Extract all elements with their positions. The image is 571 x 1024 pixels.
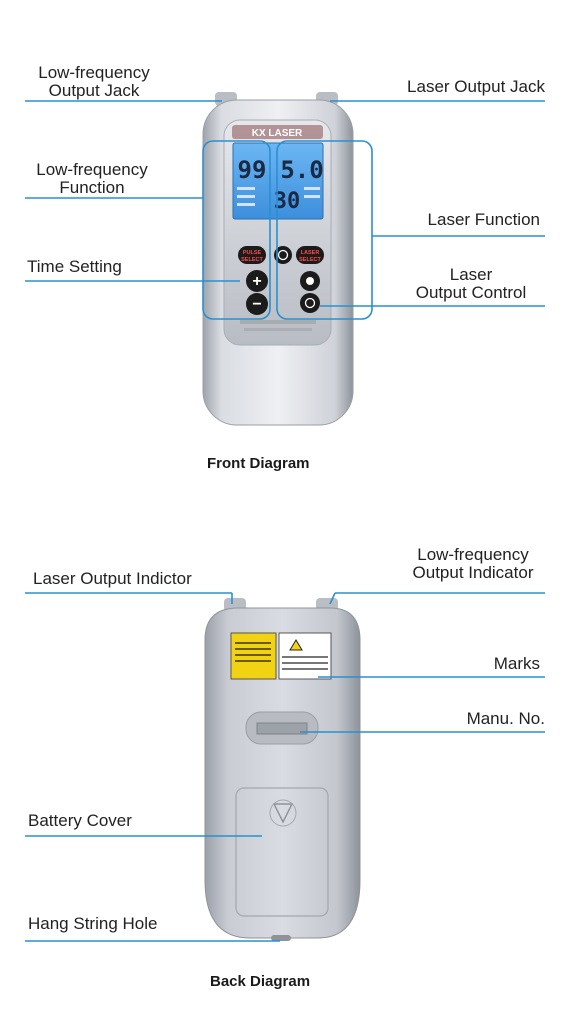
label-battery-cover: Battery Cover: [28, 811, 132, 830]
pulse-select-button[interactable]: [238, 246, 266, 264]
label-lf-output-indicator-line2: Output Indicator: [412, 563, 534, 582]
back-device: [204, 598, 361, 941]
front-device: KX LASER 99 5.0 30 PULSE SELECT LASER SE…: [202, 92, 354, 426]
label-lf-function-line1: Low-frequency: [36, 160, 148, 179]
warning-triangle-icon: [289, 639, 303, 651]
pulse-select-label-2: SELECT: [241, 257, 263, 263]
minus-button[interactable]: [246, 293, 268, 315]
laser-select-label-2: SELECT: [299, 257, 321, 263]
laser-select-button[interactable]: [296, 246, 324, 264]
front-diagram-caption: Front Diagram: [207, 455, 310, 472]
power-icon: [304, 297, 316, 309]
arrow-down-icon: [272, 803, 294, 824]
label-lf-function: Low-frequency Function: [24, 161, 160, 197]
front-callouts: [25, 100, 545, 320]
serial-number-plate: [256, 722, 308, 735]
timer-icon: [277, 249, 289, 261]
label-lf-output-jack-line2: Output Jack: [48, 81, 140, 100]
minus-icon: −: [252, 296, 261, 313]
laser-burst-icon: [306, 277, 314, 285]
lcd-frequency-value: 99: [238, 156, 267, 184]
power-button[interactable]: [300, 293, 320, 313]
lcd-laser-value: 5.0: [280, 156, 323, 184]
label-laser-output-indicator: Laser Output Indictor: [33, 569, 192, 588]
battery-cover[interactable]: [235, 787, 329, 917]
label-laser-output-jack: Laser Output Jack: [407, 77, 545, 96]
hang-string-hole: [271, 935, 291, 941]
lcd-screen: [232, 142, 324, 220]
lcd-timer-value: 30: [274, 189, 301, 214]
back-callouts: [25, 592, 545, 942]
plus-button[interactable]: [246, 270, 268, 292]
label-lf-output-jack: Low-frequency Output Jack: [27, 64, 161, 100]
label-lf-output-indicator-line1: Low-frequency: [417, 545, 529, 564]
back-diagram-caption: Back Diagram: [210, 973, 311, 990]
label-laser-output-control: Laser Output Control: [401, 266, 541, 302]
label-manu-no: Manu. No.: [466, 709, 545, 728]
pulse-select-label-1: PULSE: [243, 250, 262, 256]
lf-function-bracket: [202, 140, 271, 320]
label-lf-function-line2: Function: [59, 178, 125, 197]
label-laser-output-control-line1: Laser: [449, 265, 493, 284]
label-lf-output-jack-line1: Low-frequency: [38, 63, 150, 82]
label-lf-output-indicator: Low-frequency Output Indicator: [402, 546, 544, 582]
label-laser-function: Laser Function: [427, 210, 540, 229]
timer-button[interactable]: [274, 246, 292, 264]
label-time-setting: Time Setting: [27, 257, 122, 276]
label-marks: Marks: [493, 654, 540, 673]
laser-select-label-1: LASER: [301, 250, 320, 256]
label-laser-output-control-line2: Output Control: [415, 283, 527, 302]
label-hang-string-hole: Hang String Hole: [28, 914, 158, 933]
laser-function-bracket: [276, 140, 373, 320]
plus-icon: +: [252, 273, 261, 290]
brand-label: KX LASER: [252, 128, 303, 139]
